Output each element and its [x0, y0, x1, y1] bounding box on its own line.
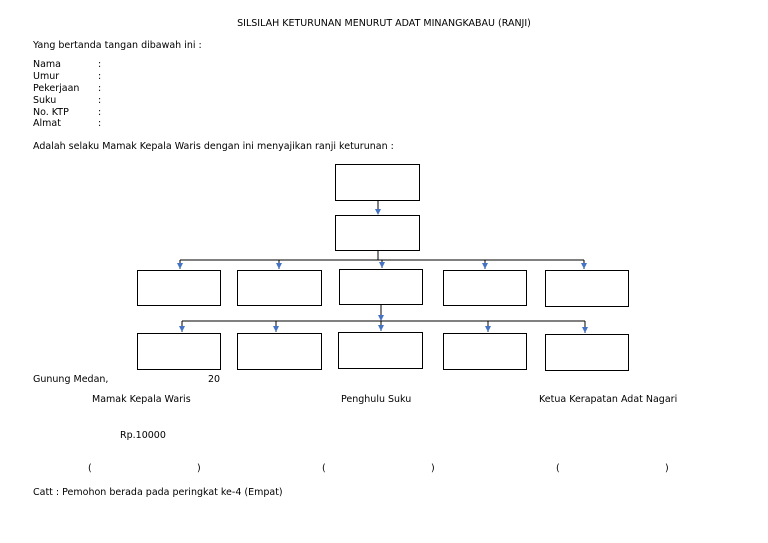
field-label-pekerjaan: Pekerjaan [33, 83, 80, 94]
tree-box-generation-3 [137, 270, 221, 306]
signatory-mamak-kepala-waris: Mamak Kepala Waris [92, 394, 191, 405]
field-colon: : [98, 71, 102, 82]
tree-box-generation-4 [545, 334, 629, 371]
signature-paren-close: ) [431, 463, 435, 474]
field-colon: : [98, 118, 102, 129]
field-label-almat: Almat [33, 118, 61, 129]
tree-box-generation-4 [237, 333, 322, 370]
signature-paren-open: ( [556, 463, 560, 474]
tree-box-generation-4 [137, 333, 221, 370]
tree-box-generation-4 [338, 332, 423, 369]
year-text: 20 [208, 374, 221, 385]
tree-box-generation-3 [545, 270, 629, 307]
field-colon: : [98, 59, 102, 70]
field-colon: : [98, 107, 102, 118]
signatory-ketua-kerapatan: Ketua Kerapatan Adat Nagari [539, 394, 678, 405]
field-colon: : [98, 95, 102, 106]
note-text: Catt : Pemohon berada pada peringkat ke-… [33, 487, 283, 498]
tree-box-generation-4 [443, 333, 527, 370]
signature-paren-close: ) [665, 463, 669, 474]
signature-paren-open: ( [88, 463, 92, 474]
tree-box-ancestor [335, 164, 420, 201]
tree-box-generation-2 [335, 215, 420, 251]
signature-paren-close: ) [197, 463, 201, 474]
signature-paren-open: ( [322, 463, 326, 474]
field-label-no-ktp: No. KTP [33, 107, 69, 118]
field-label-umur: Umur [33, 71, 60, 82]
field-colon: : [98, 83, 102, 94]
signatory-penghulu-suku: Penghulu Suku [341, 394, 412, 405]
intro-text: Yang bertanda tangan dibawah ini : [33, 40, 202, 51]
statement-text: Adalah selaku Mamak Kepala Waris dengan … [33, 141, 394, 152]
document-title: SILSILAH KETURUNAN MENURUT ADAT MINANGKA… [237, 18, 531, 29]
field-label-suku: Suku [33, 95, 57, 106]
field-label-nama: Nama [33, 59, 62, 70]
tree-box-generation-3 [339, 269, 423, 305]
tree-box-generation-3 [237, 270, 322, 306]
tree-box-generation-3 [443, 270, 527, 306]
place-text: Gunung Medan, [33, 374, 109, 385]
stamp-duty-text: Rp.10000 [120, 430, 166, 441]
